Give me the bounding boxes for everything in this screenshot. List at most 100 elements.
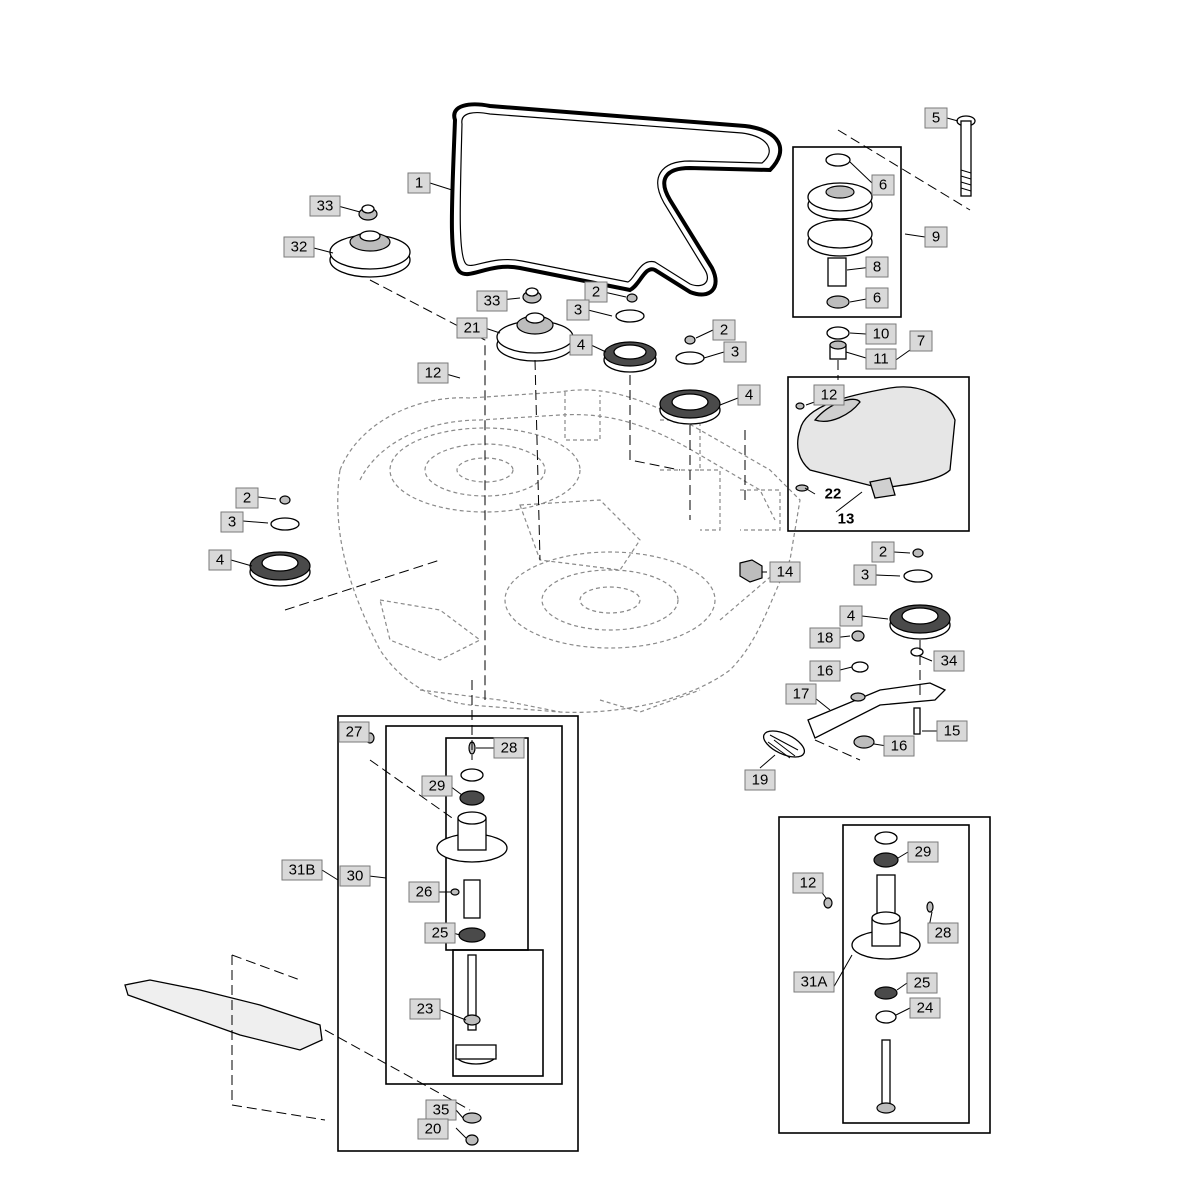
callout-1: 1 — [407, 172, 431, 194]
svg-text:33: 33 — [484, 293, 501, 310]
svg-text:2: 2 — [243, 490, 251, 507]
spindle-assembly-left — [365, 732, 508, 1146]
svg-text:28: 28 — [935, 925, 952, 942]
svg-text:31A: 31A — [801, 974, 828, 991]
svg-text:34: 34 — [941, 653, 958, 670]
callout-2-b: 2 — [712, 319, 736, 341]
assembly-lines — [231, 129, 971, 1121]
callout-11: 11 — [865, 348, 897, 370]
box-31a-inner — [842, 824, 970, 1124]
callout-22: 22 — [825, 486, 842, 503]
spindle-assembly-right — [823, 831, 934, 1114]
callout-21: 21 — [456, 317, 488, 339]
svg-text:20: 20 — [425, 1121, 442, 1138]
callout-32: 32 — [283, 236, 315, 258]
svg-text:28: 28 — [501, 740, 518, 757]
svg-text:4: 4 — [745, 387, 753, 404]
svg-text:10: 10 — [873, 326, 890, 343]
bushing-11 — [829, 340, 847, 360]
svg-text:19: 19 — [752, 772, 769, 789]
svg-text:9: 9 — [932, 229, 940, 246]
svg-text:17: 17 — [793, 686, 810, 703]
svg-text:27: 27 — [346, 724, 363, 741]
svg-text:1: 1 — [415, 175, 423, 192]
callout-17: 17 — [785, 683, 817, 705]
svg-text:21: 21 — [464, 320, 481, 337]
callout-labels: 1 5 6 9 8 6 10 11 7 33 32 33 21 2 3 4 2 … — [208, 107, 968, 1140]
callout-4-d: 4 — [839, 605, 863, 627]
callout-25-right: 25 — [906, 972, 938, 994]
callout-9: 9 — [924, 226, 948, 248]
callout-8: 8 — [865, 256, 889, 278]
box-31a — [778, 816, 991, 1134]
svg-text:12: 12 — [800, 875, 817, 892]
svg-text:16: 16 — [817, 663, 834, 680]
hex-nut-14 — [739, 559, 763, 583]
bolt-5 — [956, 115, 976, 197]
callout-10: 10 — [865, 323, 897, 345]
svg-text:23: 23 — [417, 1001, 434, 1018]
pulley-21 — [496, 312, 574, 362]
svg-text:12: 12 — [425, 365, 442, 382]
idler-pulley-middle — [659, 335, 721, 425]
drive-belt — [449, 102, 783, 297]
callout-2-d: 2 — [871, 541, 895, 563]
callout-28-right: 28 — [927, 922, 959, 944]
callout-3-c: 3 — [220, 511, 244, 533]
callout-35: 35 — [425, 1099, 457, 1121]
callout-6-bottom: 6 — [865, 287, 889, 309]
svg-text:35: 35 — [433, 1102, 450, 1119]
svg-text:32: 32 — [291, 239, 308, 256]
svg-text:2: 2 — [879, 544, 887, 561]
callout-12-deck: 12 — [417, 362, 449, 384]
callout-24: 24 — [909, 997, 941, 1019]
svg-text:2: 2 — [592, 284, 600, 301]
callout-20: 20 — [417, 1118, 449, 1140]
spacer-10 — [826, 326, 850, 340]
svg-text:25: 25 — [432, 925, 449, 942]
callout-3-a: 3 — [566, 299, 590, 321]
svg-text:30: 30 — [347, 868, 364, 885]
callout-14: 14 — [769, 561, 801, 583]
mower-deck-outline — [337, 389, 801, 713]
svg-text:6: 6 — [879, 177, 887, 194]
callout-2-c: 2 — [235, 487, 259, 509]
svg-text:4: 4 — [216, 552, 224, 569]
callout-26: 26 — [408, 881, 440, 903]
callout-4-c: 4 — [208, 549, 232, 571]
callout-2-a: 2 — [584, 281, 608, 303]
svg-text:29: 29 — [429, 778, 446, 795]
svg-text:5: 5 — [932, 110, 940, 127]
svg-text:6: 6 — [873, 290, 881, 307]
callout-30: 30 — [339, 865, 371, 887]
callout-4-b: 4 — [737, 384, 761, 406]
svg-text:8: 8 — [873, 259, 881, 276]
callout-34: 34 — [933, 650, 965, 672]
double-pulley-9 — [807, 153, 873, 309]
svg-text:13: 13 — [838, 511, 855, 528]
idler-pulley-upper — [603, 293, 657, 373]
pulley-32 — [329, 230, 411, 278]
svg-text:33: 33 — [317, 198, 334, 215]
callout-33-center: 33 — [476, 290, 508, 312]
idler-pulley-right — [889, 548, 951, 640]
svg-text:4: 4 — [847, 608, 855, 625]
svg-text:16: 16 — [891, 738, 908, 755]
nut-33-top — [358, 204, 378, 221]
callout-19: 19 — [744, 769, 776, 791]
svg-text:3: 3 — [228, 514, 236, 531]
svg-text:29: 29 — [915, 844, 932, 861]
box-9 — [792, 146, 902, 318]
svg-text:25: 25 — [914, 975, 931, 992]
svg-text:4: 4 — [577, 337, 585, 354]
idler-pulley-left — [249, 495, 311, 587]
box-30 — [385, 725, 563, 1085]
callout-16-upper: 16 — [809, 660, 841, 682]
mower-blade — [124, 979, 323, 1051]
belt-cover-13 — [795, 386, 956, 499]
callout-12-right: 12 — [792, 872, 824, 894]
callout-4-a: 4 — [569, 334, 593, 356]
box-31b — [337, 715, 579, 1152]
callout-5: 5 — [924, 107, 948, 129]
